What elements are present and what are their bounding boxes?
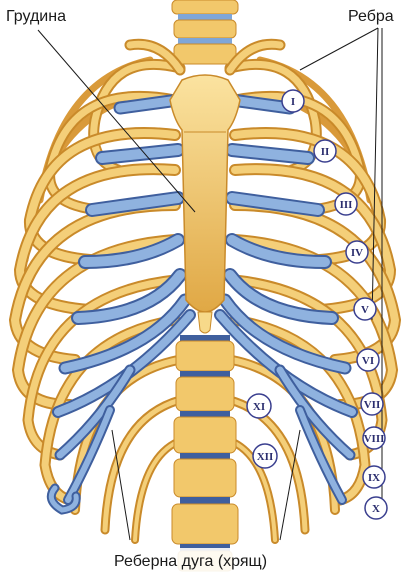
ribs-label: Ребра <box>348 8 394 25</box>
svg-text:XI: XI <box>253 401 265 413</box>
rib-badge-6: VI <box>357 349 379 371</box>
rib-badge-7: VII <box>361 393 383 415</box>
svg-text:XII: XII <box>257 451 274 463</box>
svg-text:X: X <box>372 503 380 515</box>
rib-badge-11: XI <box>247 394 271 418</box>
rib-badge-12: XII <box>253 444 277 468</box>
svg-text:VIII: VIII <box>364 433 385 445</box>
rib-badge-5: V <box>354 298 376 320</box>
svg-text:VI: VI <box>362 355 374 367</box>
svg-text:VII: VII <box>364 399 381 411</box>
rib-badge-4: IV <box>346 241 368 263</box>
costal-arch-label: Реберна дуга (хрящ) <box>114 553 267 570</box>
svg-text:IV: IV <box>351 247 363 259</box>
rib-badge-3: III <box>335 193 357 215</box>
rib-badge-10: X <box>365 497 387 519</box>
svg-text:V: V <box>361 304 369 316</box>
sternum-label: Грудина <box>6 8 66 25</box>
svg-text:IX: IX <box>368 472 380 484</box>
rib-badge-1: I <box>282 90 304 112</box>
rib-badge-2: II <box>314 140 336 162</box>
rib-badge-9: IX <box>363 466 385 488</box>
rib-badge-8: VIII <box>363 427 385 449</box>
svg-text:III: III <box>340 199 353 211</box>
svg-text:I: I <box>291 96 295 108</box>
svg-text:II: II <box>321 146 330 158</box>
